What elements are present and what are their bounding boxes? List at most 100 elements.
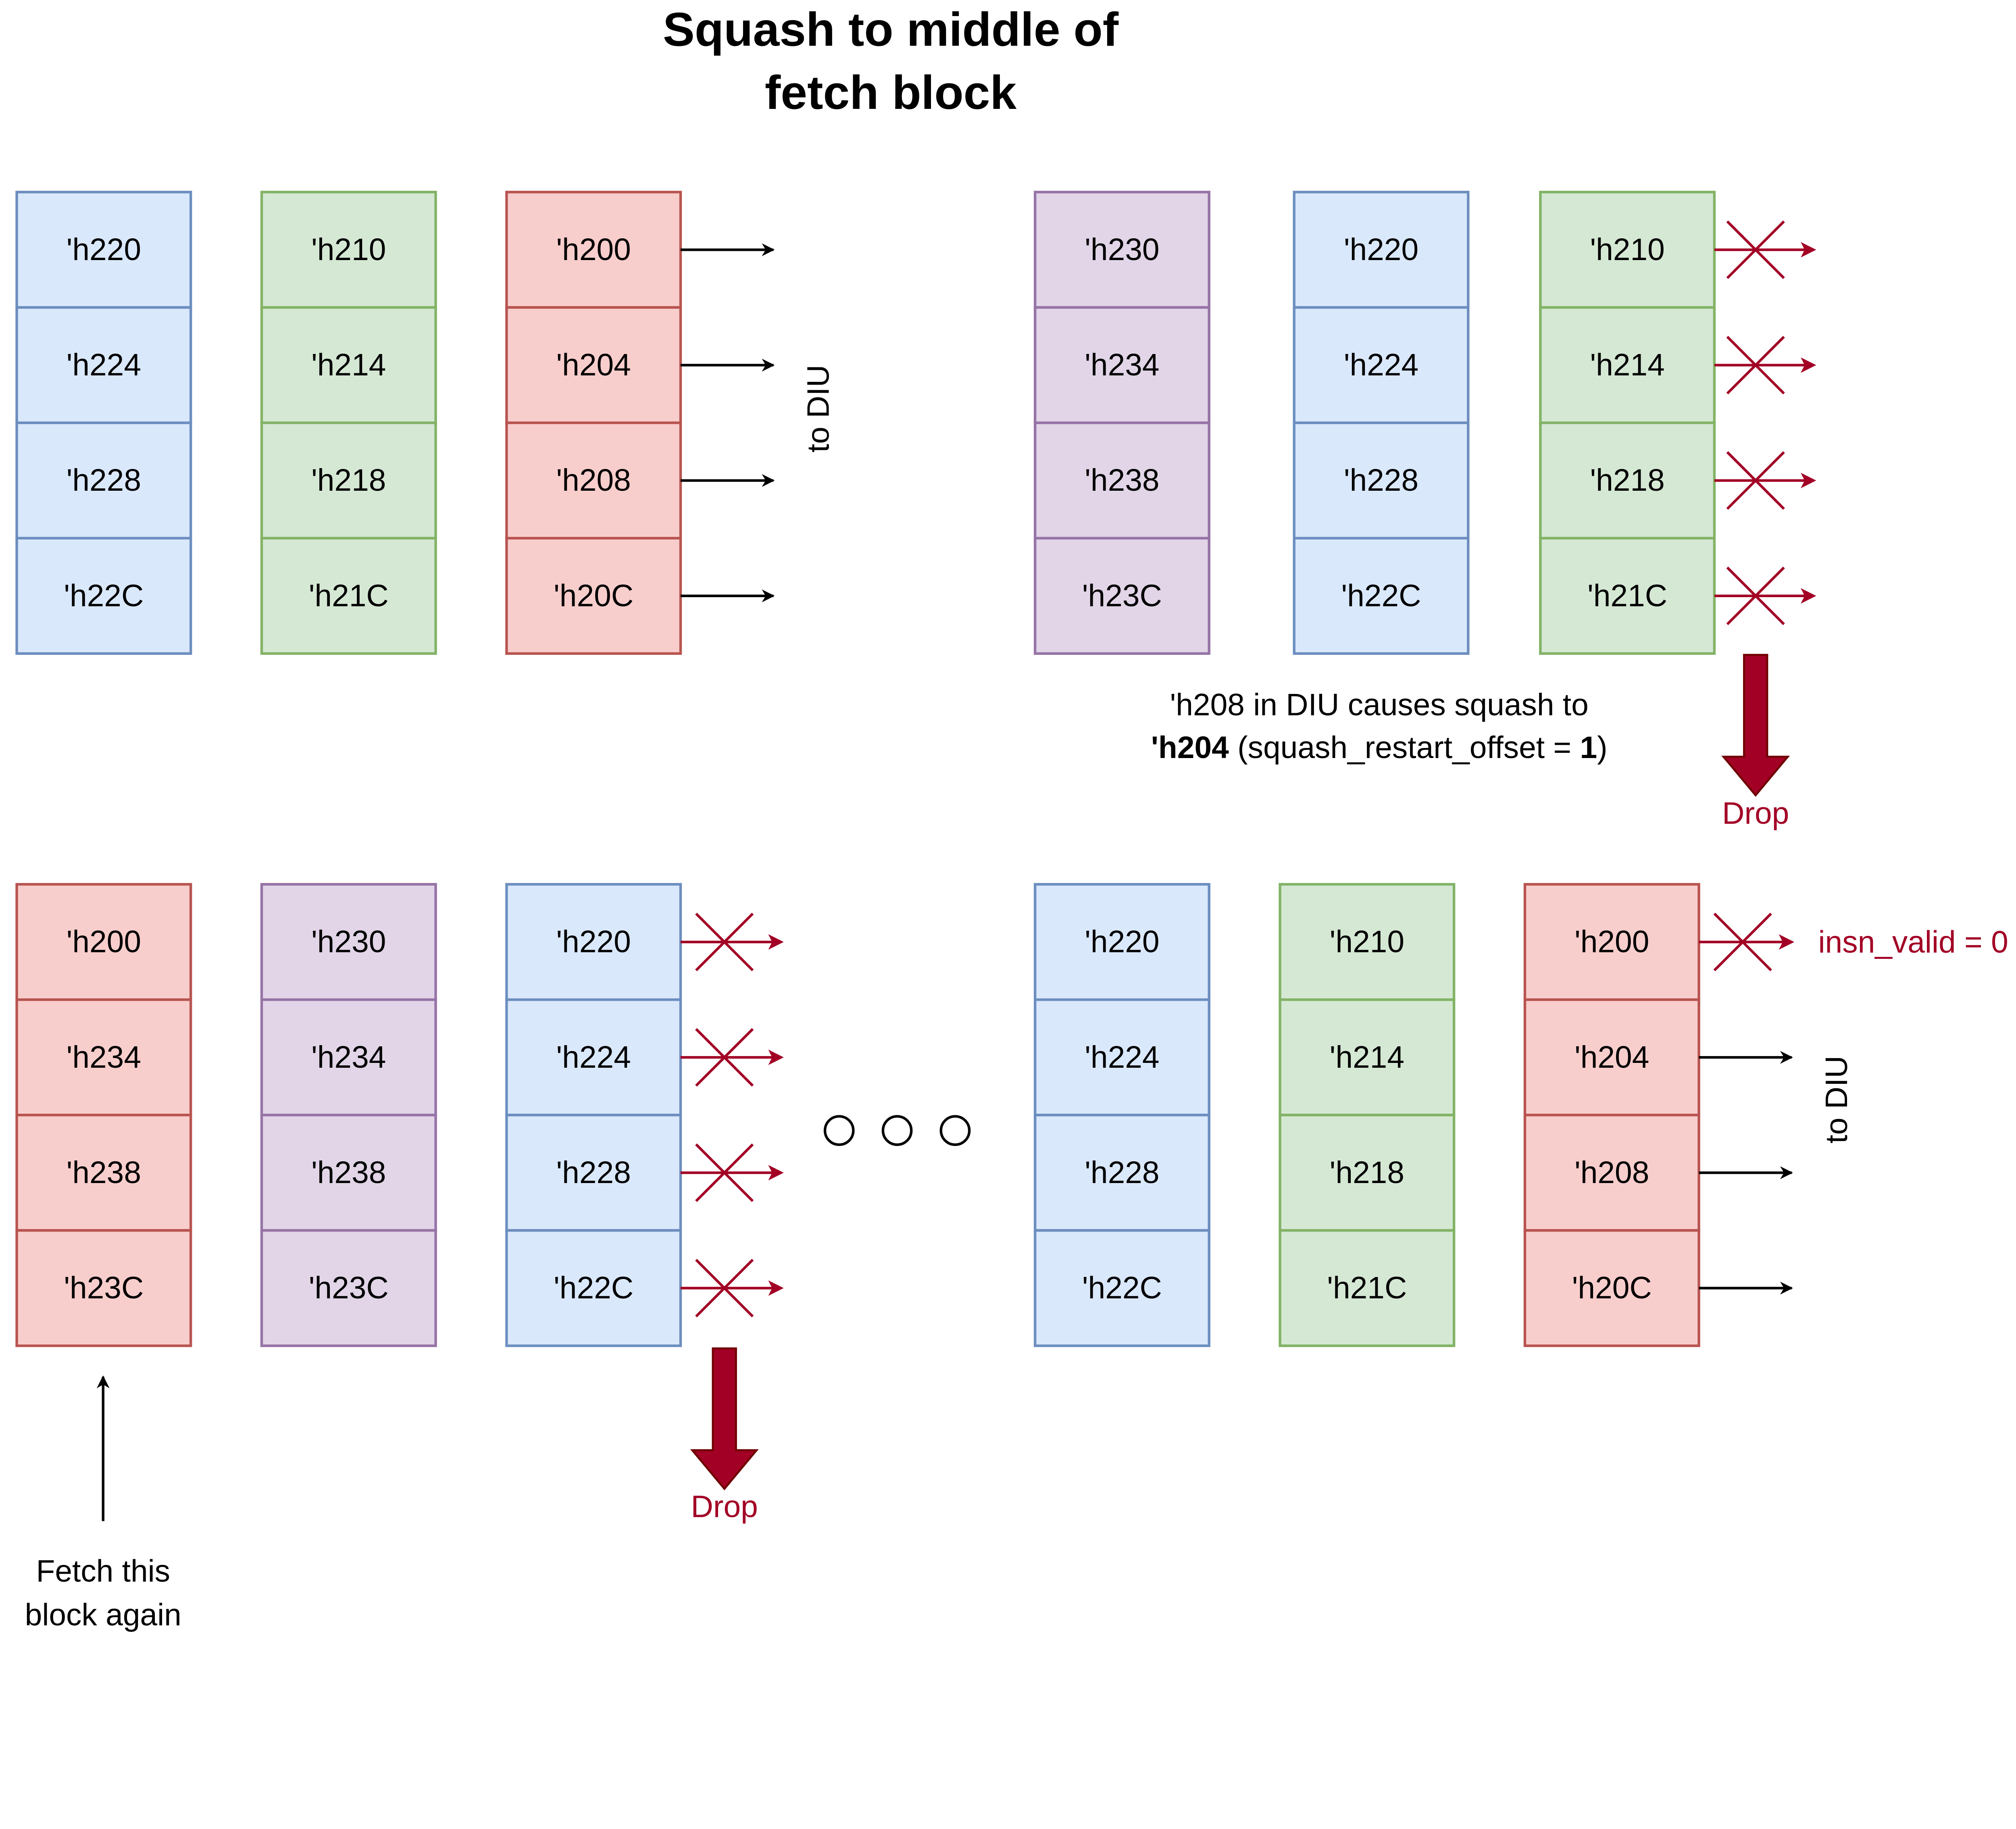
drop-label: Drop	[691, 1490, 758, 1524]
instruction-cell	[15, 883, 192, 1001]
restart-offset-value: 1	[1580, 731, 1597, 765]
instruction-cell	[1293, 306, 1470, 424]
instruction-address: 'h204	[1574, 1040, 1649, 1075]
instruction-address: 'h234	[311, 1040, 386, 1075]
to-diu-label: to DIU	[1820, 1056, 1854, 1143]
fetch-again-label-line-2: block again	[25, 1598, 181, 1632]
fetch-block: 'h230 'h234 'h238 'h23C	[1033, 191, 1210, 655]
instruction-cell	[1523, 1229, 1700, 1347]
instruction-address: 'h234	[1085, 348, 1159, 382]
instruction-address: 'h200	[67, 925, 141, 959]
instruction-address: 'h218	[1330, 1156, 1404, 1190]
instruction-cell	[1033, 1229, 1210, 1347]
fetch-block: 'h210 'h214 'h218 'h21C	[260, 191, 437, 655]
restart-address: 'h204	[1151, 731, 1229, 765]
instruction-address: 'h20C	[554, 579, 633, 613]
instruction-address: 'h200	[1574, 925, 1649, 959]
instruction-cell	[15, 1229, 192, 1347]
panel-top-right: 'h230'h234'h238'h23C'h220'h224'h228'h22C…	[1033, 191, 1816, 655]
instruction-address: 'h228	[556, 1156, 631, 1190]
instruction-cell	[1033, 306, 1210, 424]
instruction-cell	[1293, 421, 1470, 540]
instruction-cell	[1033, 998, 1210, 1117]
instruction-address: 'h230	[311, 925, 386, 959]
ellipsis-dot-icon	[939, 1115, 971, 1146]
instruction-cell	[1279, 1229, 1456, 1347]
instruction-address: 'h23C	[309, 1271, 389, 1305]
fetch-block: 'h220'h224'h228'h22C	[1033, 883, 1210, 1347]
instruction-address: 'h214	[311, 348, 386, 382]
panel-top-left: 'h220'h224'h228'h22C'h210'h214'h218'h21C…	[15, 191, 775, 655]
instruction-address: 'h218	[1590, 463, 1664, 498]
instruction-cell	[1279, 998, 1456, 1117]
instruction-cell	[1539, 537, 1716, 655]
instruction-address: 'h204	[556, 348, 631, 382]
instruction-address: 'h228	[67, 463, 141, 498]
instruction-cell	[1293, 537, 1470, 655]
fetch-block: 'h220'h224'h228'h22C	[1293, 191, 1470, 655]
instruction-cell	[505, 306, 682, 424]
instruction-address: 'h228	[1344, 463, 1418, 498]
instruction-cell	[260, 537, 437, 655]
instruction-address: 'h214	[1590, 348, 1664, 382]
diagram-title-line-1: Squash to middle of	[663, 3, 1119, 56]
cross-icon	[1726, 451, 1785, 510]
cross-icon	[695, 1143, 754, 1202]
instruction-address: 'h22C	[1341, 579, 1421, 613]
cross-icon	[695, 1028, 754, 1087]
annotation-text: )	[1597, 731, 1608, 765]
instruction-address: 'h23C	[1082, 579, 1162, 613]
instruction-cell	[1293, 191, 1470, 309]
fetch-block: 'h220'h224'h228'h22C	[15, 191, 192, 655]
instruction-address: 'h224	[67, 348, 141, 382]
instruction-address: 'h21C	[1327, 1271, 1407, 1305]
cross-icon	[695, 912, 754, 971]
squash-diagram: Squash to middle of fetch block 'h220 'h2…	[15, 3, 2008, 1632]
squash-annotation-line-2: 'h204 (squash_restart_offset = 1)	[1151, 731, 1608, 765]
instruction-cell	[15, 421, 192, 540]
instruction-address: 'h224	[556, 1040, 631, 1075]
instruction-address: 'h238	[67, 1156, 141, 1190]
instruction-address: 'h21C	[1587, 579, 1667, 613]
instruction-address: 'h224	[1085, 1040, 1159, 1075]
panel-bottom-right: 'h220'h224'h228'h22C'h210'h214'h218'h21C…	[1033, 883, 1795, 1347]
instruction-address: 'h218	[311, 463, 386, 498]
instruction-address: 'h234	[67, 1040, 141, 1075]
cross-icon	[695, 1258, 754, 1318]
diagram-title-line-2: fetch block	[765, 66, 1017, 119]
cross-icon	[1726, 220, 1785, 279]
fetch-block: 'h220'h224'h228'h22C	[505, 883, 682, 1347]
cross-icon	[1726, 335, 1785, 395]
instruction-cell	[1279, 883, 1456, 1001]
instruction-address: 'h214	[1330, 1040, 1404, 1075]
squash-annotation-line-1: 'h208 in DIU causes squash to	[1170, 688, 1589, 722]
instruction-cell	[1033, 421, 1210, 540]
instruction-address: 'h22C	[554, 1271, 633, 1305]
annotation-text: (squash_restart_offset =	[1229, 731, 1580, 765]
instruction-address: 'h21C	[309, 579, 389, 613]
instruction-cell	[505, 537, 682, 655]
fetch-block: 'h200 'h234 'h238 'h23C	[15, 883, 192, 1347]
instruction-address: 'h20C	[1572, 1271, 1652, 1305]
instruction-address: 'h22C	[1082, 1271, 1162, 1305]
instruction-cell	[1523, 1114, 1700, 1232]
fetch-block: 'h210'h214'h218'h21C	[1279, 883, 1456, 1347]
instruction-cell	[1523, 883, 1700, 1001]
fetch-block: 'h230'h234'h238'h23C	[260, 883, 437, 1347]
instruction-cell	[260, 883, 437, 1001]
instruction-cell	[1539, 306, 1716, 424]
instruction-address: 'h210	[311, 233, 386, 267]
instruction-address: 'h228	[1085, 1156, 1159, 1190]
instruction-address: 'h238	[1085, 463, 1159, 498]
drop-arrow-icon	[690, 1347, 759, 1491]
instruction-address: 'h23C	[64, 1271, 144, 1305]
fetch-again-label-line-1: Fetch this	[36, 1554, 170, 1589]
instruction-cell	[1033, 883, 1210, 1001]
instruction-address: 'h230	[1085, 233, 1159, 267]
drop-arrow-icon	[1721, 654, 1790, 797]
to-diu-label: to DIU	[802, 365, 836, 452]
instruction-address: 'h220	[1344, 233, 1418, 267]
instruction-address: 'h208	[556, 463, 631, 498]
panel-bottom-left: 'h200 'h234 'h238 'h23C 'h230 'h234 'h238 'h23C…	[15, 883, 784, 1347]
instruction-cell	[260, 1114, 437, 1232]
